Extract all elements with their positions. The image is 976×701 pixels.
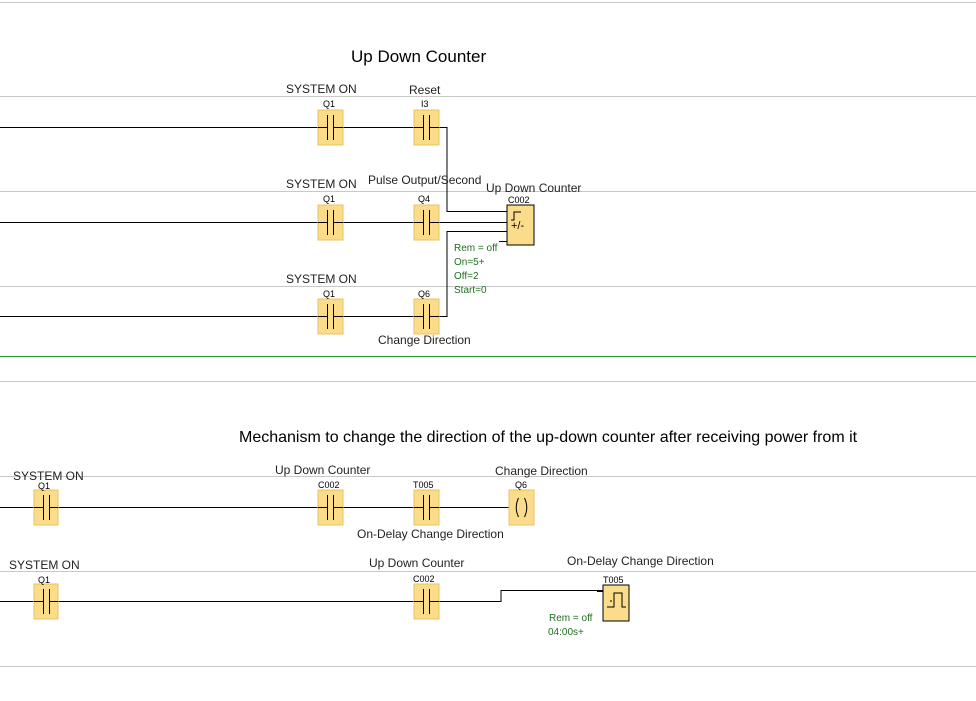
address-i3: I3 xyxy=(421,99,429,109)
contact-c002-n2r2[interactable] xyxy=(413,583,440,620)
label-coil-change-direction: Change Direction xyxy=(495,464,588,478)
address-c002: C002 xyxy=(413,574,435,584)
label-up-down-counter: Up Down Counter xyxy=(275,463,371,477)
label-system-on: SYSTEM ON xyxy=(9,558,80,572)
counter-param-off: Off=2 xyxy=(454,271,479,282)
row-grid-lines xyxy=(0,2,976,667)
label-up-down-counter: Up Down Counter xyxy=(369,556,465,570)
contact-q6-n1r3[interactable] xyxy=(413,298,440,335)
contact-q1-n2r1[interactable] xyxy=(33,489,59,526)
network2-title: Mechanism to change the direction of the… xyxy=(239,429,858,446)
counter-block-c002[interactable] xyxy=(499,204,535,246)
timer-param-rem: Rem = off xyxy=(549,613,593,624)
contact-q1-n1r1[interactable] xyxy=(317,109,344,146)
wire-n1-dir-to-counter xyxy=(439,231,507,317)
counter-param-start: Start=0 xyxy=(454,285,487,296)
label-on-delay-change-direction: On-Delay Change Direction xyxy=(357,527,504,541)
contact-q1-n1r2[interactable] xyxy=(317,204,344,241)
timer-address: T005 xyxy=(603,575,624,585)
counter-address: C002 xyxy=(508,195,530,205)
counter-name-label: Up Down Counter xyxy=(486,181,582,195)
counter-param-on: On=5+ xyxy=(454,257,485,268)
label-system-on: SYSTEM ON xyxy=(286,177,357,191)
label-reset: Reset xyxy=(409,83,441,97)
label-system-on: SYSTEM ON xyxy=(286,82,357,96)
coil-right-paren xyxy=(524,497,528,518)
contact-i3-n1r1[interactable] xyxy=(413,109,440,146)
label-pulse-output: Pulse Output/Second xyxy=(368,173,482,187)
contact-c002-n2r1[interactable] xyxy=(317,489,344,526)
address-coil-q6: Q6 xyxy=(515,480,528,490)
contacts xyxy=(33,109,440,620)
timer-body xyxy=(602,584,630,622)
label-system-on: SYSTEM ON xyxy=(13,469,84,483)
coil-left-paren xyxy=(515,497,519,518)
wire-n2-rung2-to-timer xyxy=(439,590,603,602)
contact-q1-n2r2[interactable] xyxy=(33,583,59,620)
timer-name-label: On-Delay Change Direction xyxy=(567,554,714,568)
label-change-direction: Change Direction xyxy=(378,333,471,347)
address-q1: Q1 xyxy=(323,99,336,109)
contact-q4-n1r2[interactable] xyxy=(413,204,440,241)
wire-n1-reset-to-counter xyxy=(439,127,507,212)
timer-pulse-symbol xyxy=(607,592,626,608)
coil-body xyxy=(508,489,535,526)
address-q1: Q1 xyxy=(38,481,51,491)
timer-block-t005[interactable] xyxy=(597,584,630,622)
address-q4: Q4 xyxy=(418,194,431,204)
counter-edge-symbol xyxy=(511,211,521,221)
counter-param-rem: Rem = off xyxy=(454,243,498,254)
address-q1: Q1 xyxy=(323,194,336,204)
timer-param-time: 04:00s+ xyxy=(548,627,584,638)
address-q6: Q6 xyxy=(418,289,431,299)
address-q1: Q1 xyxy=(38,575,51,585)
address-q1: Q1 xyxy=(323,289,336,299)
address-c002: C002 xyxy=(318,480,340,490)
label-system-on: SYSTEM ON xyxy=(286,272,357,286)
contact-t005-n2r1[interactable] xyxy=(413,489,440,526)
coil-q6[interactable] xyxy=(508,489,535,526)
contact-q1-n1r3[interactable] xyxy=(317,298,344,335)
wires xyxy=(0,127,603,602)
address-t005: T005 xyxy=(413,480,434,490)
counter-symbol: +/- xyxy=(511,220,525,232)
network1-title: Up Down Counter xyxy=(351,47,487,66)
